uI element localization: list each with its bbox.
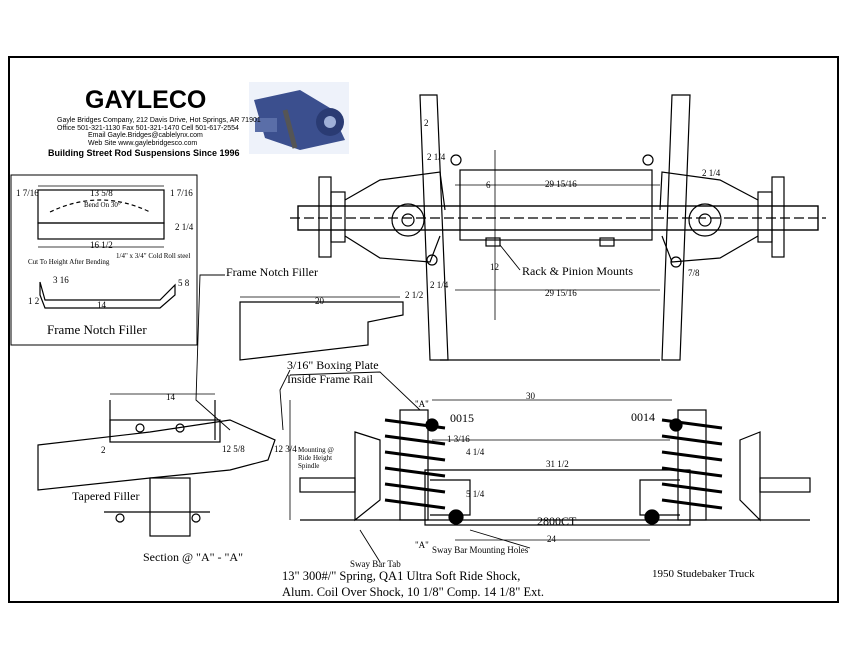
dim-front-b: 5 1/4	[466, 489, 485, 499]
dim-right-offset: 2 1/4	[702, 168, 721, 178]
dim-lower-right: 7/8	[688, 268, 700, 278]
company-tagline: Building Street Rod Suspensions Since 19…	[48, 148, 240, 158]
inset-dim-top-width: 13 5/8	[90, 188, 113, 198]
label-part-right: 0014	[631, 410, 655, 424]
label-tapered-filler: Tapered Filler	[72, 489, 140, 503]
dim-rack-drop: 12	[490, 262, 499, 272]
label-section: Section @ "A" - "A"	[143, 550, 243, 564]
label-sway-bar-tab: Sway Bar Tab	[350, 559, 401, 569]
dim-front-bottom: 24	[547, 534, 556, 544]
dim-notch-length: 20	[315, 296, 324, 306]
section-mark-bottom: "A"	[415, 540, 429, 550]
spec-line-1: 13" 300#/" Spring, QA1 Ultra Soft Ride S…	[282, 569, 521, 583]
dim-front-mid: 31 1/2	[546, 459, 569, 469]
company-phones: Office 501-321-1130 Fax 501-321-1470 Cel…	[57, 125, 239, 132]
label-vehicle: 1950 Studebaker Truck	[652, 568, 755, 580]
company-web: Web Site www.gaylebridgesco.com	[88, 140, 198, 147]
label-boxing-plate-2: Inside Frame Rail	[287, 372, 373, 386]
dim-top-offset: 2 1/4	[427, 152, 446, 162]
label-sway-bar-holes: Sway Bar Mounting Holes	[432, 545, 529, 555]
inset-dim-right-top: 1 7/16	[170, 188, 193, 198]
company-name: GAYLECO	[85, 86, 207, 114]
dim-front-a: 4 1/4	[466, 447, 485, 457]
label-frame-notch-filler: Frame Notch Filler	[226, 265, 318, 279]
company-address: Gayle Bridges Company, 212 Davis Drive, …	[57, 117, 261, 124]
dim-left-offset: 2 1/2	[405, 290, 424, 300]
label-mounting-note: Mounting @ Ride Height Spindle	[298, 446, 334, 470]
dim-lower-left: 2 1/4	[430, 280, 449, 290]
dim-section-width: 14	[166, 392, 175, 402]
inset-dim-base-width: 14	[97, 300, 106, 310]
leader-lines	[195, 244, 531, 563]
inset-dim-right-tab: 5 8	[178, 278, 190, 288]
inset-dim-left-top: 1 7/16	[16, 188, 39, 198]
label-rack-pinion: Rack & Pinion Mounts	[522, 264, 634, 278]
dim-top-view-width: 29 15/16	[545, 179, 577, 189]
section-a-a	[37, 393, 276, 537]
dim-section-small: 2	[101, 445, 106, 455]
inset-stock-note: 1/4" x 3/4" Cold Roll steel	[116, 252, 191, 260]
inset-dim-left-height: 1 2	[28, 296, 40, 306]
spec-line-2: Alum. Coil Over Shock, 10 1/8" Comp. 14 …	[282, 585, 544, 599]
inset-title: Frame Notch Filler	[47, 322, 147, 337]
suspension-photo	[249, 82, 349, 154]
dim-rail-width: 2	[424, 118, 429, 128]
dim-center-drop: 6	[486, 180, 491, 190]
dim-front-c: 1 3/16	[447, 434, 470, 444]
inset-dim-bottom-width: 16 1/2	[90, 240, 113, 250]
inset-dim-right-side: 2 1/4	[175, 222, 194, 232]
inset-cut-note: Cut To Height After Bending	[28, 258, 110, 266]
inset-frame-notch-filler	[10, 174, 198, 346]
inset-bend-note: Bend On 30°	[84, 201, 121, 209]
notch-filler-strip	[239, 296, 404, 361]
label-boxing-plate-1: 3/16" Boxing Plate	[287, 358, 379, 372]
front-view	[289, 399, 811, 541]
label-crossmember: 2800CT	[537, 514, 577, 528]
dim-top-view-lower-width: 29 15/16	[545, 288, 577, 298]
inset-dim-left-tab: 3 16	[53, 275, 69, 285]
top-view	[290, 94, 826, 361]
dim-front-top: 30	[526, 391, 535, 401]
company-email: Email Gayle.Bridges@cablelynx.com	[88, 132, 203, 139]
dim-section-height: 12 5/8	[222, 444, 245, 454]
section-mark-top: "A"	[415, 399, 429, 409]
label-part-left: 0015	[450, 411, 474, 425]
sheet-border	[8, 56, 839, 603]
dim-front-height: 12 3/4	[274, 444, 297, 454]
